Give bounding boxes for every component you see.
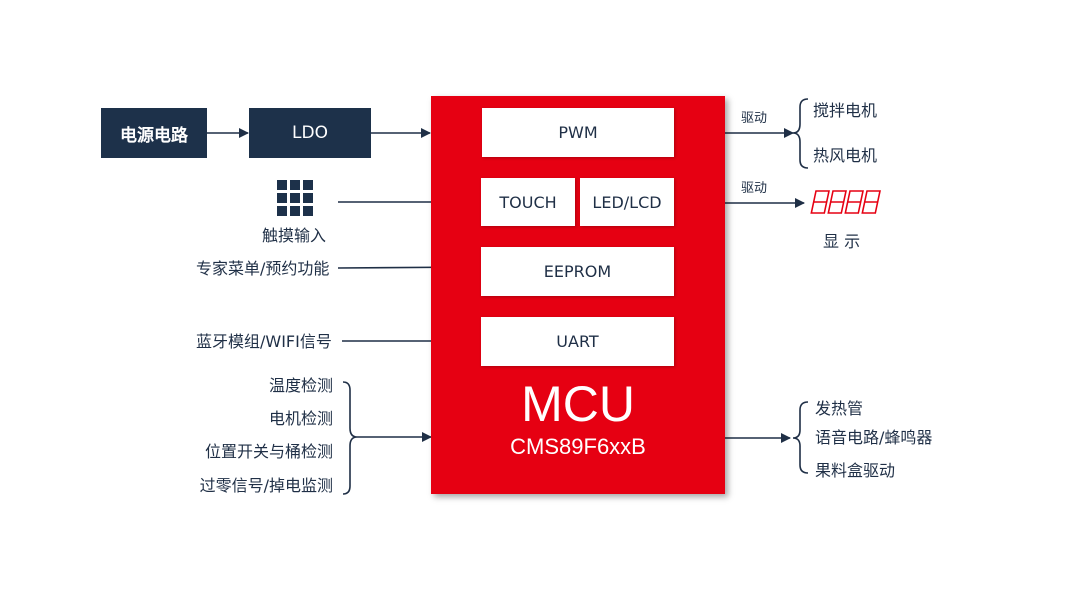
seven-segment-display-icon: [810, 190, 881, 214]
detection-position: 位置开关与桶检测: [204, 442, 333, 461]
ldo-box: LDO: [249, 108, 371, 158]
detection-temperature: 温度检测: [268, 376, 333, 395]
drive-label-led: 驱动: [741, 181, 768, 196]
brace-motors: [792, 98, 809, 169]
eeprom-label: EEPROM: [543, 262, 612, 281]
touch-module: TOUCH: [481, 178, 575, 226]
display-label: 显 示: [823, 232, 861, 251]
power-circuit-box: 电源电路: [101, 108, 207, 158]
pwm-label: PWM: [558, 123, 598, 142]
eeprom-module: EEPROM: [481, 247, 674, 296]
pwm-module: PWM: [482, 108, 674, 157]
uart-module: UART: [481, 317, 674, 366]
keypad-icon: [277, 180, 313, 216]
led-lcd-label: LED/LCD: [592, 192, 662, 212]
menu-label: 专家菜单/预约功能: [196, 259, 330, 278]
bluetooth-label: 蓝牙模组/WIFI信号: [196, 332, 332, 351]
uart-label: UART: [556, 332, 599, 351]
output-voice-buzzer: 语音电路/蜂鸣器: [815, 428, 933, 447]
touch-label: TOUCH: [499, 192, 557, 212]
touch-input-label: 触摸输入: [262, 226, 327, 245]
drive-label-pwm: 驱动: [741, 111, 768, 126]
output-hot-air-motor: 热风电机: [813, 146, 878, 165]
output-stir-motor: 搅拌电机: [813, 101, 878, 120]
detection-zero-cross: 过零信号/掉电监测: [199, 476, 333, 495]
brace-others: [792, 401, 809, 474]
mcu-block: PWM TOUCH LED/LCD EEPROM UART MCU CMS89F…: [431, 96, 725, 494]
output-fruit-box: 果料盒驱动: [815, 461, 896, 480]
led-lcd-module: LED/LCD: [580, 178, 674, 226]
output-heater: 发热管: [815, 399, 864, 418]
ldo-label: LDO: [292, 123, 328, 143]
mcu-model: CMS89F6xxB: [510, 434, 646, 459]
detection-motor: 电机检测: [268, 409, 333, 428]
power-circuit-label: 电源电路: [120, 125, 188, 146]
mcu-title: MCU: [521, 376, 635, 432]
brace-detections: [342, 381, 358, 495]
